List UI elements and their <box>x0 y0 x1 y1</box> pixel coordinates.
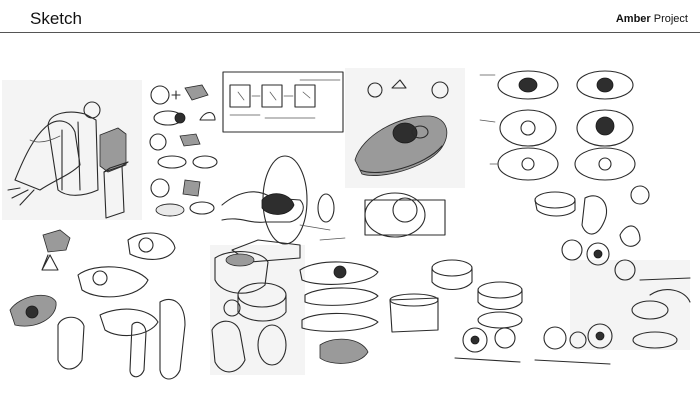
project-word: Project <box>653 13 688 25</box>
sketch-products-lower-center <box>211 251 379 373</box>
sketch-primitives <box>149 84 218 217</box>
page-header: Sketch Amber Project <box>0 0 700 32</box>
sketch-panel <box>570 260 690 350</box>
sketch-column-blocks <box>99 127 129 219</box>
sketch-products-lower-left <box>9 229 186 380</box>
sketch-speaker-elevations <box>479 70 636 181</box>
header-divider <box>0 32 700 33</box>
sketch-canvas <box>2 68 691 380</box>
sketch-sheet <box>0 40 700 415</box>
sketch-cylinders <box>389 259 613 365</box>
sketch-flow-diagram <box>222 71 344 133</box>
sketch-speaker-perspective <box>354 79 449 238</box>
page-title: Sketch <box>30 9 82 28</box>
sketch-modules-right <box>534 185 691 349</box>
project-brand: Amber <box>615 13 651 25</box>
sketch-panel <box>210 245 305 375</box>
project-label: Amber Project <box>616 13 688 25</box>
sketch-hand-cup <box>7 101 101 206</box>
